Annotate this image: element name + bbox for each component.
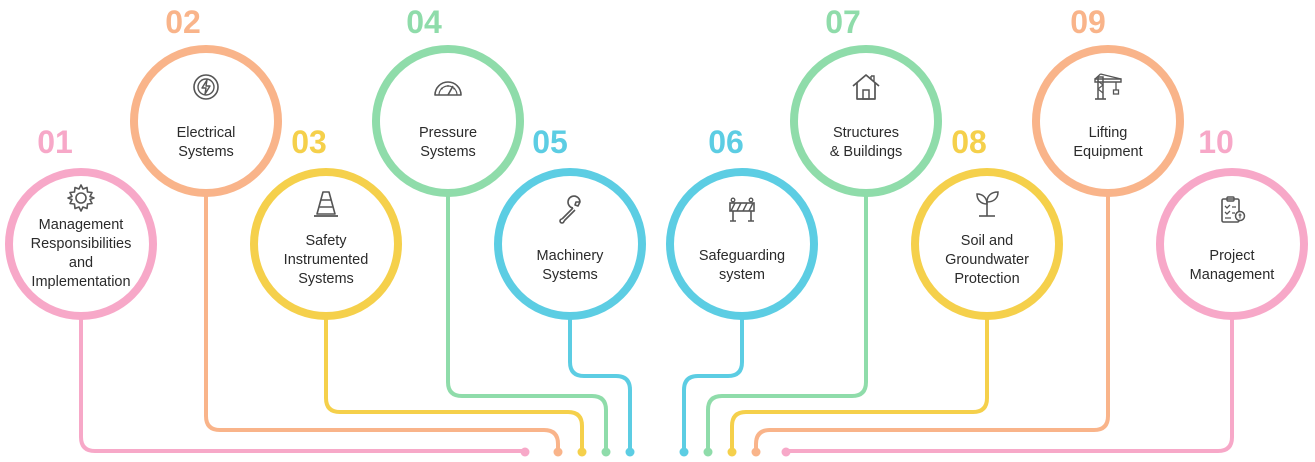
step-circle-03 [250,168,402,320]
traffic-cone-icon [310,188,342,225]
connector-wire-03 [324,316,584,454]
step-number-02: 02 [165,4,201,40]
step-circle-05 [494,168,646,320]
step-label-line: Structures [832,125,900,141]
pressure-gauge-icon [432,71,464,108]
connector-dot-09 [751,447,761,457]
connector-wire-09 [754,193,1110,454]
step-circle-10 [1156,168,1308,320]
step-label-line: Lifting [1088,125,1128,141]
house-icon [850,71,882,108]
step-label-line: Management [38,217,124,233]
gear-icon [65,182,97,219]
step-label-06: Safeguarding system [672,247,812,285]
step-number-06: 06 [708,124,744,160]
step-number-05: 05 [532,124,568,160]
step-number-09: 09 [1070,4,1106,40]
connector-wire-05 [568,316,632,454]
connector-dot-01 [520,447,530,457]
connector-wire-04 [446,193,608,454]
step-number-07: 07 [825,4,861,40]
step-circle-02 [130,45,282,197]
step-circle-04 [372,45,524,197]
step-label-line: & Buildings [829,144,903,160]
connector-dot-02 [553,447,563,457]
connector-dot-05 [625,447,635,457]
step-circle-06 [666,168,818,320]
step-label-line: Protection [954,271,1020,287]
step-label-line: Safety [305,233,347,249]
wrench-icon [554,194,586,231]
step-label-line: Systems [420,144,476,160]
step-label-line: Soil and [960,233,1014,249]
step-circle-09 [1032,45,1184,197]
connector-dot-04 [601,447,611,457]
step-number-01: 01 [37,124,73,160]
step-circle-07 [790,45,942,197]
sprout-icon [971,188,1003,225]
step-number-10: 10 [1198,124,1234,160]
step-label-line: Instrumented [283,252,369,268]
step-label-line: Systems [542,267,598,283]
connector-dot-10 [781,447,791,457]
step-label-line: Groundwater [945,252,1029,268]
step-label-line: Responsibilities [30,236,132,252]
electricity-icon [190,71,222,108]
clipboard-icon [1216,194,1248,231]
step-label-line: Systems [298,271,354,287]
step-number-03: 03 [291,124,327,160]
step-circle-08 [911,168,1063,320]
step-label-line: Project [1209,248,1255,264]
step-circle-01 [5,168,157,320]
step-label-line: Systems [178,144,234,160]
step-label-line: Electrical [176,125,236,141]
connector-dot-07 [703,447,713,457]
connector-wire-06 [682,316,744,454]
step-label-line: Pressure [418,125,478,141]
step-number-08: 08 [951,124,987,160]
connector-wire-07 [706,193,868,454]
step-number-04: 04 [406,4,442,40]
step-label-line: Safeguarding [698,248,786,264]
barrier-icon [726,194,758,231]
step-label-line: Implementation [31,274,131,290]
connector-dot-08 [727,447,737,457]
connector-wire-02 [204,193,560,454]
step-label-line: system [719,267,765,283]
step-label-07: Structures & Buildings [796,124,936,162]
connector-wire-01 [79,316,527,453]
connector-wire-10 [784,316,1234,453]
connector-wire-08 [730,316,989,454]
step-label-line: Equipment [1073,144,1143,160]
connector-dot-03 [577,447,587,457]
connector-dot-06 [679,447,689,457]
crane-icon [1092,71,1124,108]
step-label-line: Machinery [536,248,604,264]
step-label-line: Management [1189,267,1275,283]
step-label-line: and [68,255,94,271]
